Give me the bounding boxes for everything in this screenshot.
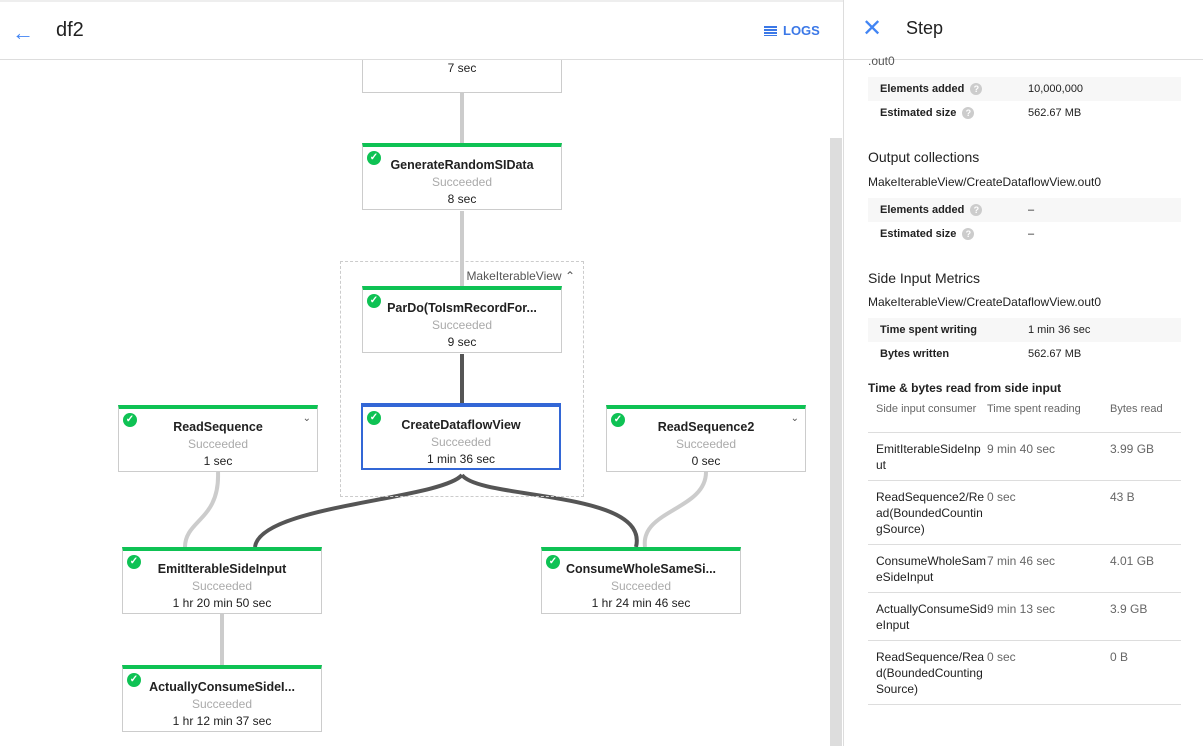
node-name: CreateDataflowView	[401, 418, 521, 432]
edge	[460, 473, 639, 548]
section-title: Time & bytes read from side input	[868, 381, 1062, 395]
edge	[253, 473, 464, 548]
node-status: Succeeded	[431, 318, 493, 332]
node-status: Succeeded	[430, 435, 492, 449]
help-icon[interactable]: ?	[970, 83, 983, 95]
success-check-icon: ✓	[367, 151, 381, 165]
back-arrow-icon[interactable]: ←	[12, 20, 34, 45]
node-duration: 8 sec	[447, 192, 477, 206]
node-status: Succeeded	[610, 579, 672, 593]
expand-chevron-icon[interactable]: ⌄	[302, 413, 311, 424]
group-make-iterable-view: MakeIterableView ⌃	[340, 261, 584, 497]
logs-label: LOGS	[783, 23, 820, 38]
list-icon	[764, 25, 777, 36]
group-label[interactable]: MakeIterableView ⌃	[466, 269, 575, 283]
metric-row: Estimated size?562.67 MB	[880, 107, 1082, 119]
node-duration: 9 sec	[447, 335, 477, 349]
node-status: Succeeded	[191, 579, 253, 593]
node-name: ActuallyConsumeSideI...	[149, 680, 295, 694]
node-duration: 0 sec	[691, 454, 721, 468]
success-check-icon: ✓	[546, 555, 560, 569]
node-status: Succeeded	[431, 175, 493, 189]
section-title: Output collections	[868, 149, 980, 165]
graph-edges	[183, 93, 708, 665]
section-title: Side Input Metrics	[868, 270, 981, 286]
success-check-icon: ✓	[611, 413, 625, 427]
node-duration: 7 sec	[447, 61, 477, 75]
node-status: Succeeded	[675, 437, 737, 451]
success-check-icon: ✓	[127, 555, 141, 569]
node-status: Succeeded	[191, 697, 253, 711]
node-consume-whole[interactable]: ✓ ConsumeWholeSameSi... Succeeded 1 hr 24 m…	[541, 547, 741, 614]
node-name: ReadSequence	[173, 420, 263, 434]
help-icon[interactable]: ?	[962, 107, 975, 119]
table-row: ReadSequence/Read(BoundedCountingSource)…	[868, 641, 1181, 705]
edge	[183, 471, 221, 548]
help-icon[interactable]: ?	[962, 228, 975, 240]
node-name: ConsumeWholeSameSi...	[565, 562, 717, 576]
graph-canvas[interactable]: MakeIterableView ⌃ Succeeded7 sec✓Genera…	[0, 60, 843, 746]
success-check-icon: ✓	[123, 413, 137, 427]
metric-row: Estimated size?–	[880, 228, 1035, 240]
job-title: df2	[56, 19, 84, 41]
input-collection-name: .out0	[868, 54, 895, 68]
top-bar: ← df2 LOGS	[0, 0, 843, 60]
success-check-icon: ✓	[367, 294, 381, 308]
metric-row: Elements added?10,000,000	[868, 77, 1181, 101]
output-collection-name: MakeIterableView/CreateDataflowView.out0	[868, 175, 1102, 189]
close-icon[interactable]: ✕	[862, 15, 883, 42]
help-icon[interactable]: ?	[970, 204, 983, 216]
logs-button[interactable]: LOGS	[764, 23, 820, 38]
node-duration: 1 hr 20 min 50 sec	[172, 596, 272, 610]
success-check-icon: ✓	[127, 673, 141, 687]
node-status: Succeeded	[187, 437, 249, 451]
node-name: ParDo(ToIsmRecordFor...	[387, 301, 537, 315]
node-duration: 1 sec	[203, 454, 233, 468]
node-duration: 1 hr 24 min 46 sec	[591, 596, 691, 610]
node-duration: 1 min 36 sec	[426, 452, 496, 466]
top-node[interactable]: Succeeded7 sec	[362, 60, 562, 93]
vertical-scrollbar[interactable]	[830, 138, 842, 746]
panel-title: Step	[906, 18, 944, 38]
table-row: ReadSequence2/Read(BoundedCountingSource…	[868, 481, 1181, 545]
node-pardo[interactable]: ✓ ParDo(ToIsmRecordFor... Succeeded 9 sec	[362, 286, 562, 353]
expand-chevron-icon[interactable]: ⌄	[790, 413, 799, 424]
side-input-name: MakeIterableView/CreateDataflowView.out0	[868, 295, 1102, 309]
step-panel: ✕ Step .out0 Elements added?10,000,000 E…	[843, 0, 1203, 746]
success-check-icon: ✓	[367, 411, 381, 425]
node-duration: 1 hr 12 min 37 sec	[172, 714, 272, 728]
node-name: GenerateRandomSIData	[390, 158, 534, 172]
edge	[642, 471, 708, 548]
node-actually-consume[interactable]: ✓ ActuallyConsumeSideI... Succeeded 1 hr 12…	[122, 665, 322, 732]
metric-row: Elements added?–	[868, 198, 1181, 222]
node-name: EmitIterableSideInput	[157, 562, 287, 576]
node-name: ReadSequence2	[657, 420, 755, 434]
